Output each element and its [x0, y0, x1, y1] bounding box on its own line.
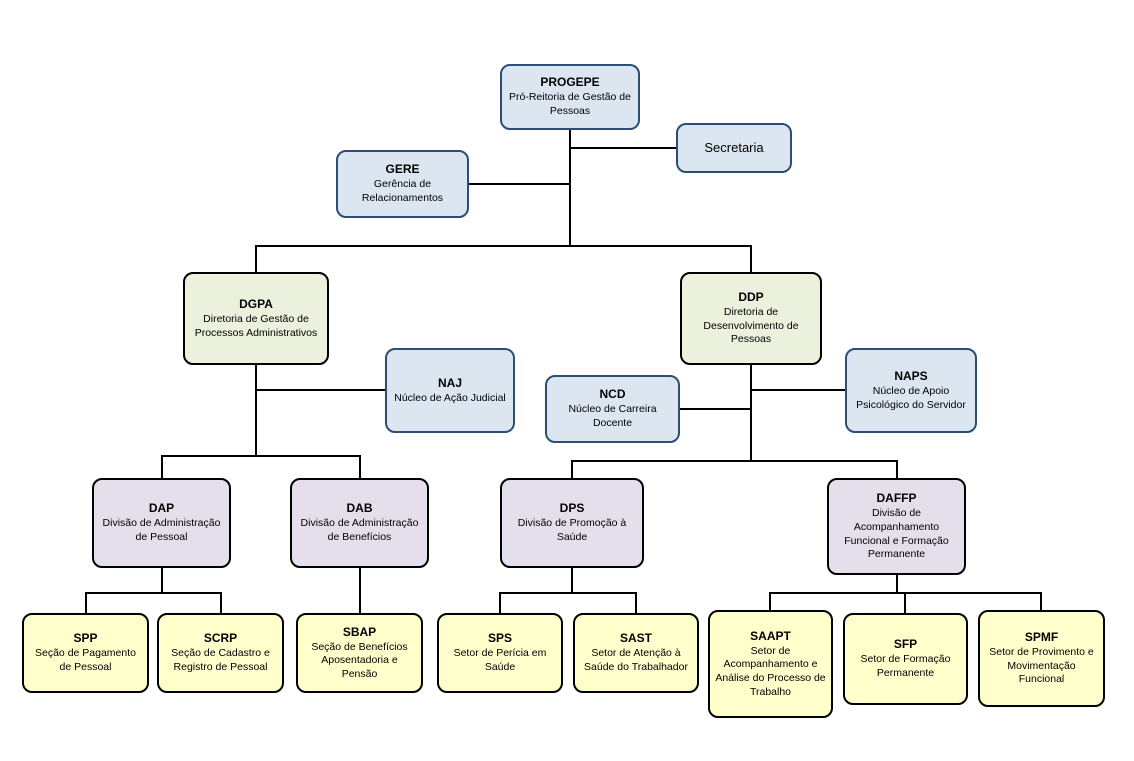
connector-line — [161, 455, 361, 457]
node-label: Diretoria de Desenvolvimento de Pessoas — [703, 306, 799, 346]
node-label: Seção de Benefícios Aposentadoria e Pens… — [311, 640, 408, 680]
connector-line — [750, 365, 752, 462]
node-label: Seção de Cadastro e Registro de Pessoal — [171, 647, 270, 673]
connector-line — [255, 245, 257, 272]
node-label: Núcleo de Ação Judicial — [394, 391, 506, 404]
node-label: Setor de Formação Permanente — [860, 653, 951, 679]
node-acronym: DAP — [148, 501, 175, 516]
org-node-dps: DPS Divisão de Promoção à Saúde — [500, 478, 644, 568]
connector-line — [896, 461, 898, 478]
connector-line — [635, 593, 637, 613]
node-label: Divisão de Promoção à Saúde — [517, 517, 627, 543]
org-node-sast: SAST Setor de Atenção à Saúde do Trabalh… — [573, 613, 699, 693]
org-node-sbap: SBAP Seção de Benefícios Aposentadoria e… — [296, 613, 423, 693]
org-node-gere: GERE Gerência de Relacionamentos — [336, 150, 469, 218]
connector-line — [359, 568, 361, 613]
connector-line — [1040, 593, 1042, 610]
node-label: Divisão de Administração de Benefícios — [300, 517, 419, 543]
node-acronym: SFP — [893, 637, 918, 652]
connector-line — [571, 460, 898, 462]
node-label: Setor de Provimento e Movimentação Funci… — [989, 646, 1094, 686]
node-label: Divisão de Administração de Pessoal — [102, 517, 221, 543]
node-acronym: DGPA — [239, 296, 273, 311]
node-label: Setor de Atenção à Saúde do Trabalhador — [584, 647, 688, 673]
node-acronym: SCRP — [203, 631, 238, 646]
node-acronym: DAB — [346, 501, 373, 516]
node-label: Setor de Perícia em Saúde — [453, 647, 547, 673]
node-label: Núcleo de Apoio Psicológico do Servidor — [856, 384, 966, 411]
node-label: Seção de Pagamento de Pessoal — [35, 647, 136, 673]
connector-line — [571, 461, 573, 478]
node-acronym: SPMF — [1024, 630, 1059, 645]
org-node-progepe: PROGEPE Pró-Reitoria de Gestão de Pessoa… — [500, 64, 640, 130]
org-node-naps: NAPS Núcleo de Apoio Psicológico do Serv… — [845, 348, 977, 433]
connector-line — [750, 245, 752, 272]
node-acronym: NAPS — [894, 368, 928, 383]
node-acronym: SAST — [619, 631, 652, 646]
node-acronym: NAJ — [437, 375, 462, 390]
org-node-scrp: SCRP Seção de Cadastro e Registro de Pes… — [157, 613, 284, 693]
node-label: Gerência de Relacionamentos — [361, 178, 444, 204]
node-acronym: DDP — [738, 290, 764, 305]
node-acronym: SBAP — [342, 624, 377, 639]
org-node-naj: NAJ Núcleo de Ação Judicial — [385, 348, 515, 433]
org-node-daffp: DAFFP Divisão de Acompanhamento Funciona… — [827, 478, 966, 575]
node-acronym: SAAPT — [750, 628, 791, 643]
connector-line — [752, 389, 845, 391]
node-acronym: DPS — [559, 501, 585, 516]
connector-line — [255, 365, 257, 457]
node-acronym: SPP — [73, 631, 98, 646]
connector-line — [220, 593, 222, 613]
connector-line — [359, 456, 361, 478]
org-node-secretaria: Secretaria — [676, 123, 792, 173]
connector-line — [255, 245, 752, 247]
org-node-ncd: NCD Núcleo de Carreira Docente — [545, 375, 680, 443]
connector-line — [85, 593, 87, 613]
node-label: Setor de Acompanhamento e Análise do Pro… — [715, 644, 826, 698]
node-label: Pró-Reitoria de Gestão de Pessoas — [509, 91, 631, 117]
node-label: Diretoria de Gestão de Processos Adminis… — [194, 312, 318, 339]
org-node-dap: DAP Divisão de Administração de Pessoal — [92, 478, 231, 568]
connector-line — [257, 389, 385, 391]
connector-line — [569, 130, 571, 247]
connector-line — [161, 568, 163, 594]
node-label: Núcleo de Carreira Docente — [568, 403, 657, 429]
node-acronym: DAFFP — [876, 491, 917, 506]
node-label: Divisão de Acompanhamento Funcional e Fo… — [844, 507, 949, 561]
org-node-spp: SPP Seção de Pagamento de Pessoal — [22, 613, 149, 693]
connector-line — [499, 592, 637, 594]
org-node-spmf: SPMF Setor de Provimento e Movimentação … — [978, 610, 1105, 707]
connector-line — [161, 456, 163, 478]
connector-line — [570, 147, 676, 149]
connector-line — [896, 575, 898, 594]
org-node-dab: DAB Divisão de Administração de Benefíci… — [290, 478, 429, 568]
connector-line — [499, 593, 501, 613]
connector-line — [769, 593, 771, 610]
node-acronym: SPS — [487, 631, 512, 646]
node-acronym: GERE — [385, 162, 420, 177]
connector-line — [571, 568, 573, 594]
connector-line — [904, 593, 906, 613]
connector-line — [85, 592, 222, 594]
node-label: Secretaria — [704, 139, 764, 155]
org-node-saapt: SAAPT Setor de Acompanhamento e Análise … — [708, 610, 833, 718]
org-node-dgpa: DGPA Diretoria de Gestão de Processos Ad… — [183, 272, 329, 365]
org-node-sps: SPS Setor de Perícia em Saúde — [437, 613, 563, 693]
org-node-ddp: DDP Diretoria de Desenvolvimento de Pess… — [680, 272, 822, 365]
node-acronym: NCD — [599, 387, 626, 402]
node-acronym: PROGEPE — [540, 75, 600, 90]
connector-line — [469, 183, 570, 185]
connector-line — [680, 408, 750, 410]
org-node-sfp: SFP Setor de Formação Permanente — [843, 613, 968, 705]
